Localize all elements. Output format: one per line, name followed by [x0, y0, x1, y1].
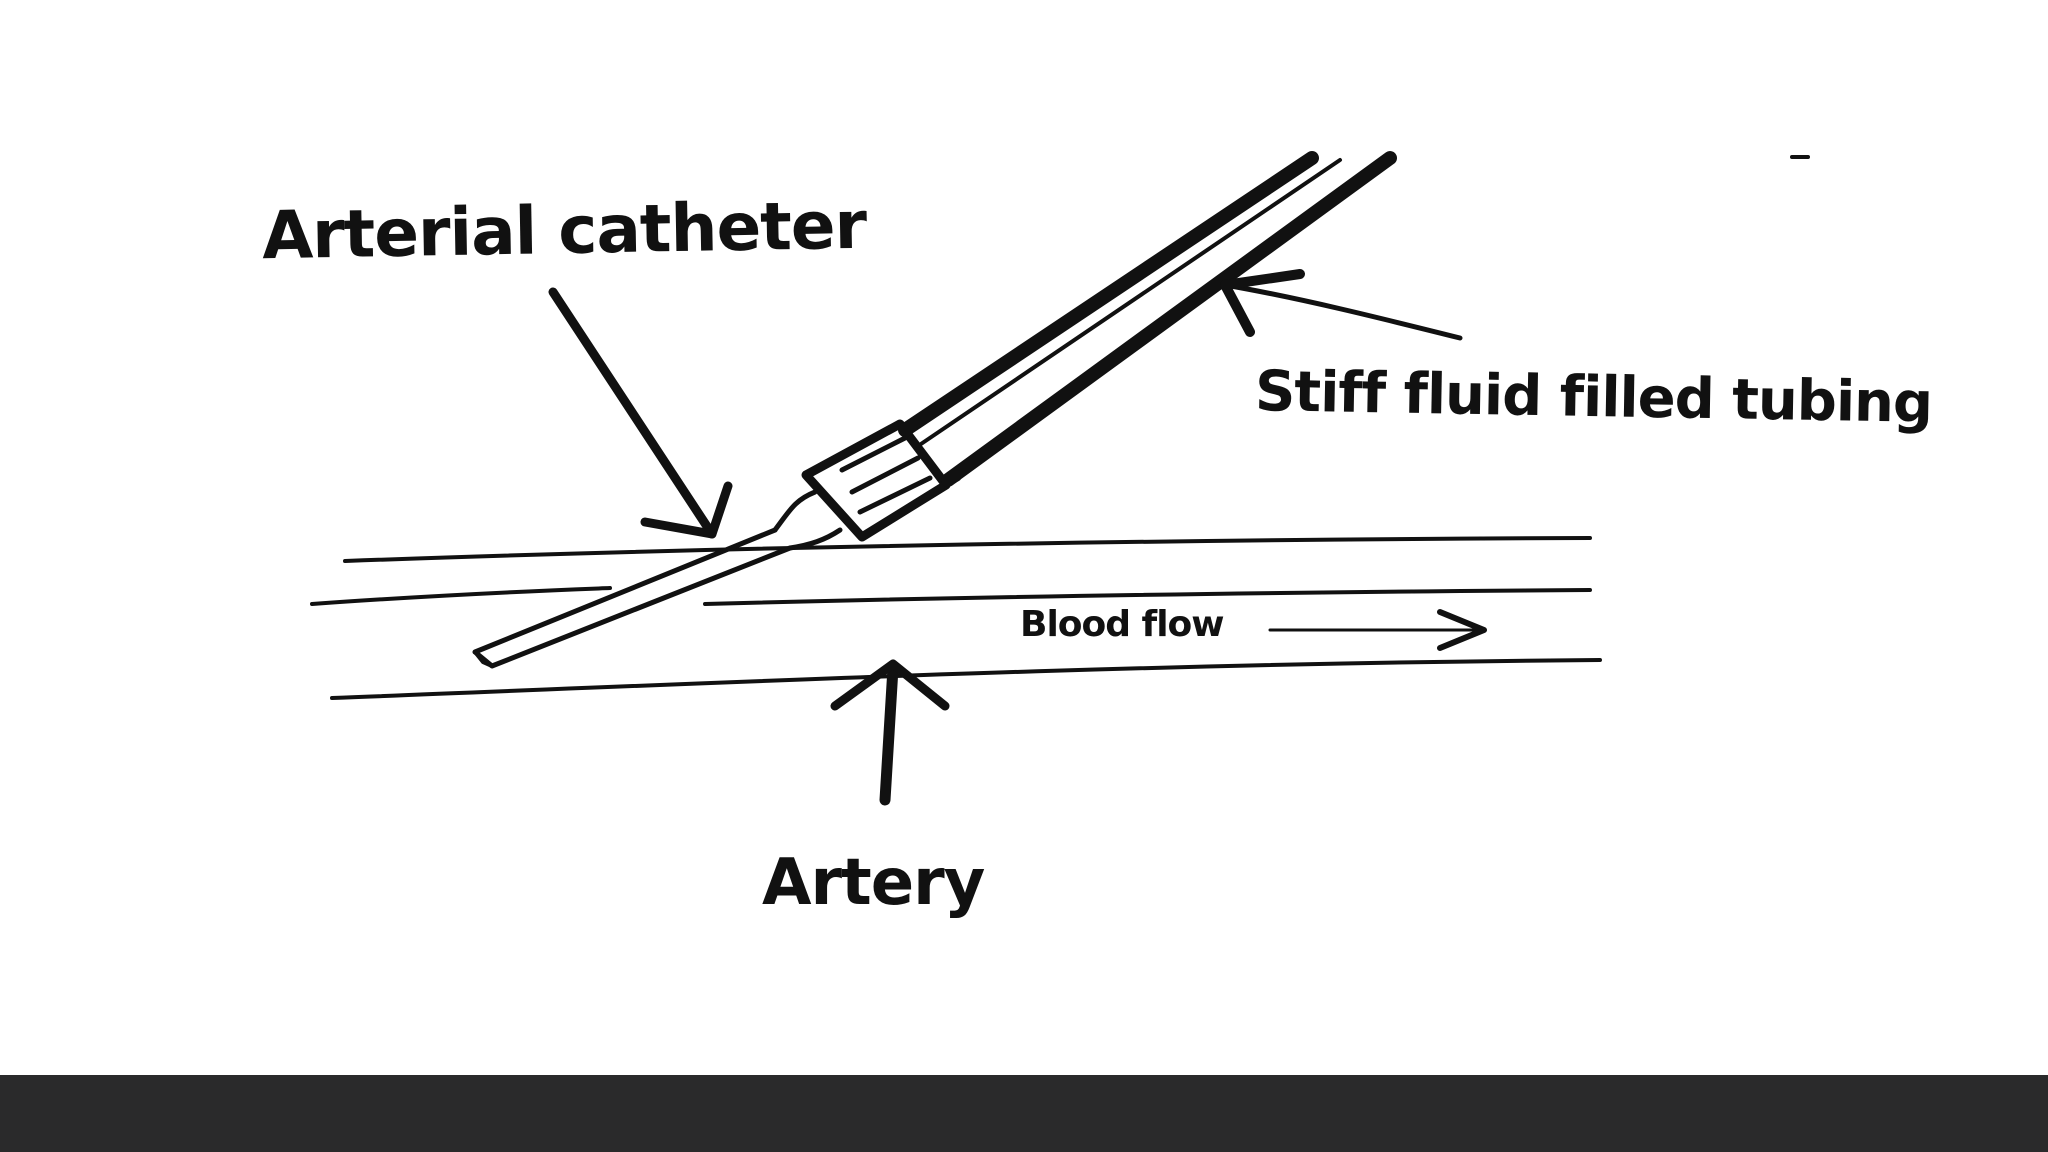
artery-bottom-wall	[330, 658, 1602, 700]
arrow-tubing	[1220, 269, 1463, 341]
arrow-blood-flow	[1268, 609, 1487, 651]
label-blood-flow: Blood flow	[1020, 604, 1225, 645]
label-fluid-tubing: Stiff fluid filled tubing	[1254, 359, 1933, 436]
arrow-catheter	[548, 287, 733, 539]
catheter-hub	[801, 419, 961, 542]
catheter-tip	[473, 650, 494, 668]
fluid-tubing	[898, 151, 1397, 487]
catheter-diagram	[310, 151, 1810, 806]
arrow-artery	[830, 659, 950, 806]
label-arterial-catheter: Arterial catheter	[261, 186, 867, 275]
slide: Arterial catheter Stiff fluid filled tub…	[261, 151, 1933, 920]
artery-middle-line	[310, 586, 1592, 606]
bottom-bar	[0, 1075, 2048, 1152]
catheter-neck	[772, 489, 843, 551]
artery-top-wall	[343, 536, 1592, 563]
label-artery: Artery	[762, 846, 985, 920]
